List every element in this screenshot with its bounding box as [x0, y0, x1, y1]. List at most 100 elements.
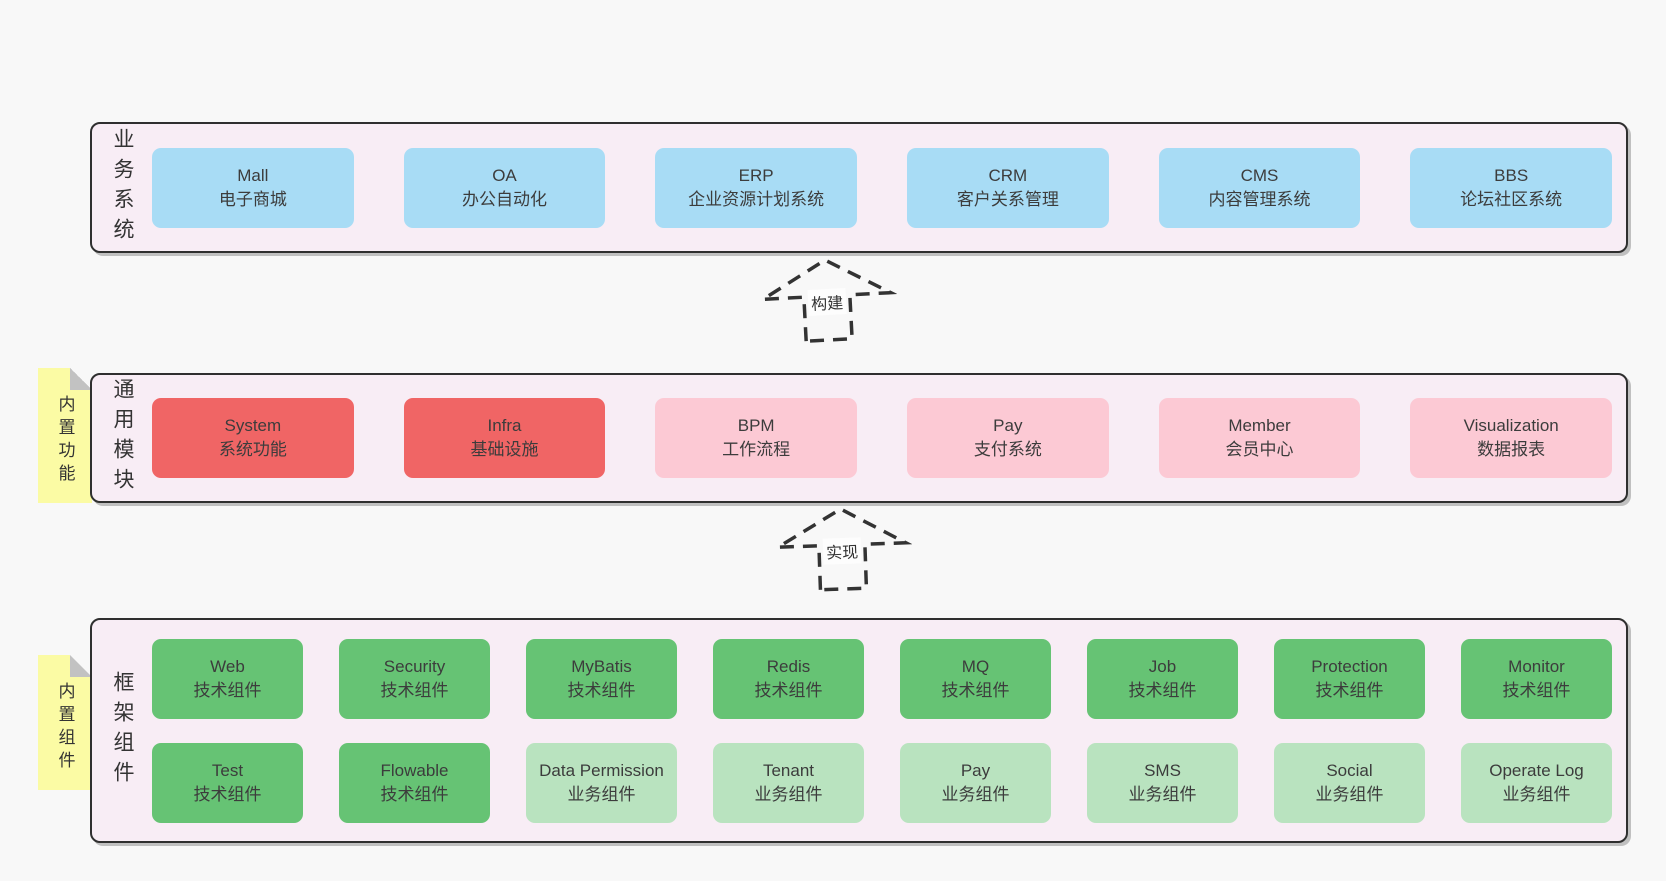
module-box-subtitle: 业务组件: [1502, 784, 1571, 804]
arrow-label: 构建: [807, 288, 847, 316]
module-box-subtitle: 技术组件: [1128, 680, 1197, 700]
section-business-systems: 业务系统 Mall 电子商城 OA 办公自动化 ERP 企业资源计划系统 CRM 客户关系管理…: [90, 122, 1628, 253]
module-box-crm: CRM 客户关系管理: [907, 147, 1109, 228]
module-box-title: MyBatis: [571, 656, 632, 676]
module-box-subtitle: 会员中心: [1225, 440, 1294, 459]
module-box-title: Protection: [1311, 656, 1388, 676]
up-arrow-icon: [756, 258, 898, 343]
module-box-subtitle: 技术组件: [1315, 680, 1384, 700]
module-box-title: OA: [492, 165, 517, 185]
sticky-note-text: 内置功能: [55, 394, 75, 487]
module-box-member: Member 会员中心: [1158, 398, 1361, 478]
module-box-subtitle: 技术组件: [1502, 680, 1571, 700]
module-box-title: BBS: [1494, 165, 1529, 185]
module-box-subtitle: 业务组件: [1128, 784, 1197, 804]
module-box-subtitle: 技术组件: [380, 784, 449, 804]
module-box-title: Operate Log: [1489, 760, 1584, 780]
module-box-mq: MQ 技术组件: [900, 638, 1051, 719]
module-box-subtitle: 企业资源计划系统: [688, 189, 825, 209]
module-box-title: Pay: [960, 760, 991, 780]
arrow-label: 实现: [822, 537, 862, 565]
module-box-title: Infra: [487, 416, 522, 435]
dashed-up-arrow-implement: 实现: [771, 503, 914, 594]
module-box-title: ERP: [738, 165, 774, 185]
module-box-infra: Infra 基础设施: [403, 398, 606, 478]
module-box-subtitle: 支付系统: [973, 440, 1042, 459]
module-box-system: System 系统功能: [152, 398, 354, 478]
sticky-note-text: 内置组件: [55, 681, 75, 774]
module-box-title: Security: [383, 656, 446, 676]
module-box-title: Redis: [766, 656, 811, 676]
module-box-subtitle: 客户关系管理: [956, 189, 1059, 209]
module-box-title: CRM: [988, 165, 1028, 185]
module-box-subtitle: 办公自动化: [461, 189, 547, 209]
module-box-data-permission: Data Permission 业务组件: [526, 742, 677, 823]
module-box-title: MQ: [961, 656, 990, 676]
module-box-title: Data Permission: [539, 760, 664, 780]
module-box-title: Mall: [237, 165, 269, 185]
module-box-subtitle: 业务组件: [1315, 784, 1384, 804]
section-title: 框架组件: [111, 670, 134, 791]
module-box-pay: Pay 支付系统: [907, 398, 1109, 478]
sticky-folded-corner-icon: [70, 655, 92, 677]
module-box-title: CMS: [1240, 165, 1279, 185]
module-box-title: Social: [1326, 760, 1373, 780]
module-box-mall: Mall 电子商城: [152, 147, 354, 228]
module-box-subtitle: 业务组件: [567, 784, 636, 804]
module-box-cms: CMS 内容管理系统: [1158, 147, 1361, 228]
module-box-title: Visualization: [1463, 416, 1559, 435]
module-box-subtitle: 论坛社区系统: [1460, 189, 1563, 209]
module-box-tenant: Tenant 业务组件: [713, 742, 864, 823]
module-box-social: Social 业务组件: [1274, 742, 1425, 823]
module-box-title: Member: [1228, 416, 1291, 435]
module-box-bpm: BPM 工作流程: [655, 398, 857, 478]
sticky-note-built-in-components: 内置组件: [38, 655, 92, 790]
module-box-subtitle: 业务组件: [754, 784, 823, 804]
module-box-subtitle: 技术组件: [941, 680, 1010, 700]
module-box-subtitle: 业务组件: [941, 784, 1010, 804]
module-box-title: System: [224, 416, 282, 435]
module-box-web: Web 技术组件: [152, 638, 303, 719]
module-box-subtitle: 数据报表: [1477, 440, 1546, 459]
module-box-subtitle: 技术组件: [754, 680, 823, 700]
module-box-subtitle: 技术组件: [193, 680, 262, 700]
module-box-visualization: Visualization 数据报表: [1410, 398, 1612, 478]
module-box-title: Monitor: [1508, 656, 1565, 676]
module-box-title: SMS: [1144, 760, 1181, 780]
module-box-subtitle: 工作流程: [722, 440, 791, 459]
module-box-redis: Redis 技术组件: [713, 638, 864, 719]
module-box-title: Tenant: [762, 760, 815, 780]
module-box-pay: Pay 业务组件: [900, 742, 1051, 823]
module-box-subtitle: 系统功能: [218, 440, 287, 459]
module-box-oa: OA 办公自动化: [403, 147, 606, 228]
section-title: 业务系统: [111, 127, 134, 248]
module-box-subtitle: 技术组件: [380, 680, 449, 700]
module-box-title: BPM: [737, 416, 775, 435]
module-box-monitor: Monitor 技术组件: [1461, 638, 1612, 719]
module-box-flowable: Flowable 技术组件: [339, 742, 490, 823]
module-box-erp: ERP 企业资源计划系统: [655, 147, 857, 228]
section-common-modules: 通用模块 System 系统功能 Infra 基础设施 BPM 工作流程 Pay 支付系统 Me…: [90, 373, 1628, 503]
module-box-title: Web: [210, 656, 245, 676]
box-grid-modules: System 系统功能 Infra 基础设施 BPM 工作流程 Pay 支付系统 Member 会…: [152, 375, 1626, 501]
module-box-title: Pay: [993, 416, 1023, 435]
module-box-title: Flowable: [380, 760, 449, 780]
module-box-subtitle: 电子商城: [218, 189, 287, 209]
module-box-sms: SMS 业务组件: [1087, 742, 1238, 823]
module-box-security: Security 技术组件: [339, 638, 490, 719]
sticky-note-built-in-functions: 内置功能: [38, 368, 92, 503]
module-box-operate-log: Operate Log 业务组件: [1461, 742, 1612, 823]
up-arrow-icon: [771, 507, 913, 592]
module-box-subtitle: 基础设施: [470, 440, 539, 459]
module-box-subtitle: 内容管理系统: [1208, 189, 1311, 209]
dashed-up-arrow-build: 构建: [755, 252, 899, 345]
module-box-protection: Protection 技术组件: [1274, 638, 1425, 719]
module-box-bbs: BBS 论坛社区系统: [1410, 147, 1612, 228]
section-title: 通用模块: [111, 378, 134, 498]
